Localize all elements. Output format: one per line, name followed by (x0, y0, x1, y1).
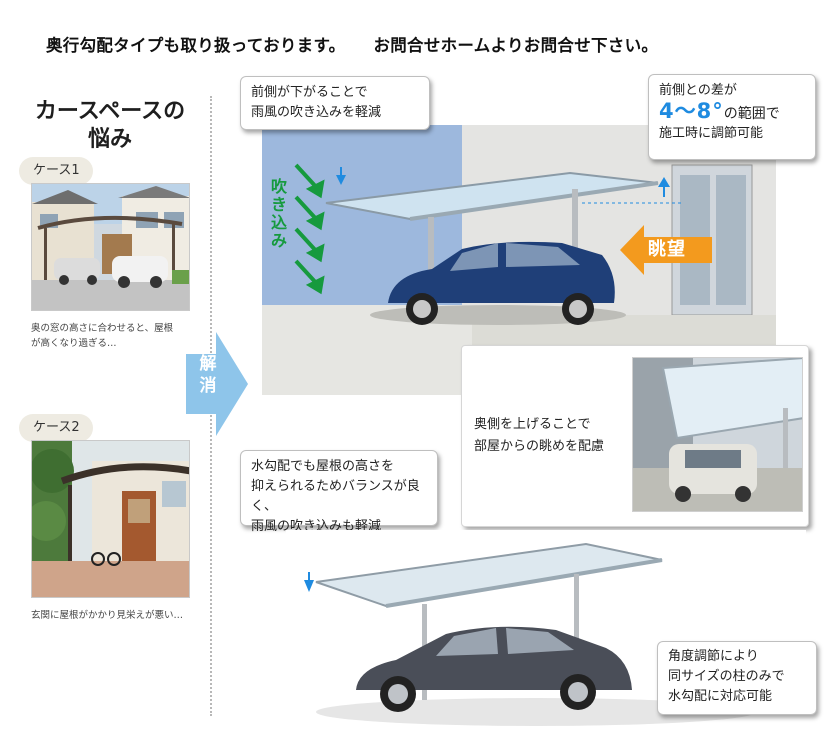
diff-suffix: の範囲で (723, 106, 780, 122)
callout-rear-line2: 部屋からの眺めを配慮 (474, 439, 605, 454)
case1-caption-line2: が高くなり過ぎる… (31, 338, 117, 349)
carport-scene-bottom (286, 530, 806, 726)
left-title-line1: カースペースの (34, 99, 186, 124)
case2-label: ケース2 (19, 414, 93, 442)
chobo-label: 眺望 (648, 239, 686, 260)
resolve-label: 解 消 (190, 353, 226, 397)
case1-caption-line1: 奥の窓の高さに合わせると、屋根 (31, 323, 174, 334)
callout-low-line1: 水勾配でも屋根の高さを (251, 459, 395, 474)
callout-low: 水勾配でも屋根の高さを 抑えられるためバランスが良く、 雨風の吹き込みも軽減 (240, 450, 438, 534)
callout-angle-line1: 角度調節により (668, 649, 759, 664)
callout-front-line2: 雨風の吹き込みを軽減 (251, 105, 382, 120)
callout-diff: 前側との差が 4〜8°の範囲で 施工時に調節可能 (648, 74, 816, 160)
diff-range: 4〜8° (659, 99, 724, 123)
callout-angle-line2: 同サイズの柱のみで (668, 669, 785, 684)
right-arrow-icon (186, 332, 248, 436)
left-arrow-icon (620, 225, 712, 275)
resolve-label-char1: 解 (199, 354, 217, 374)
case2-caption: 玄関に屋根がかかり見栄えが悪い… (31, 610, 184, 621)
callout-front: 前側が下がることで 雨風の吹き込みを軽減 (240, 76, 430, 130)
case1-label: ケース1 (19, 157, 93, 185)
callout-diff-line1: 前側との差が (659, 83, 737, 98)
case1-caption: 奥の窓の高さに合わせると、屋根 が高くなり過ぎる… (31, 321, 201, 351)
callout-diff-line2: 4〜8°の範囲で (659, 101, 805, 124)
inset-photo (632, 357, 803, 512)
case2-photo (31, 440, 190, 598)
callout-rear-line1: 奥側を上げることで (474, 417, 591, 432)
callout-angle: 角度調節により 同サイズの柱のみで 水勾配に対応可能 (657, 641, 817, 715)
headline-part1: 奥行勾配タイプも取り扱っております。 (46, 36, 346, 55)
headline: 奥行勾配タイプも取り扱っております。 お問合せホームよりお問合せ下さい。 (46, 32, 658, 56)
callout-diff-line3: 施工時に調節可能 (659, 126, 764, 141)
resolve-label-char2: 消 (199, 376, 217, 396)
callout-rear-text: 奥側を上げることで 部屋からの眺めを配慮 (474, 414, 629, 458)
headline-part2: お問合せホームよりお問合せ下さい。 (373, 36, 659, 55)
left-title-line2: 悩み (87, 127, 132, 152)
callout-front-line1: 前側が下がることで (251, 85, 368, 100)
case1-photo (31, 183, 190, 311)
left-title: カースペースの 悩み (24, 98, 196, 154)
fukikomi-label: 吹き込み (270, 177, 287, 250)
callout-low-line2: 抑えられるためバランスが良く、 (251, 479, 420, 514)
callout-angle-line3: 水勾配に対応可能 (668, 689, 773, 704)
